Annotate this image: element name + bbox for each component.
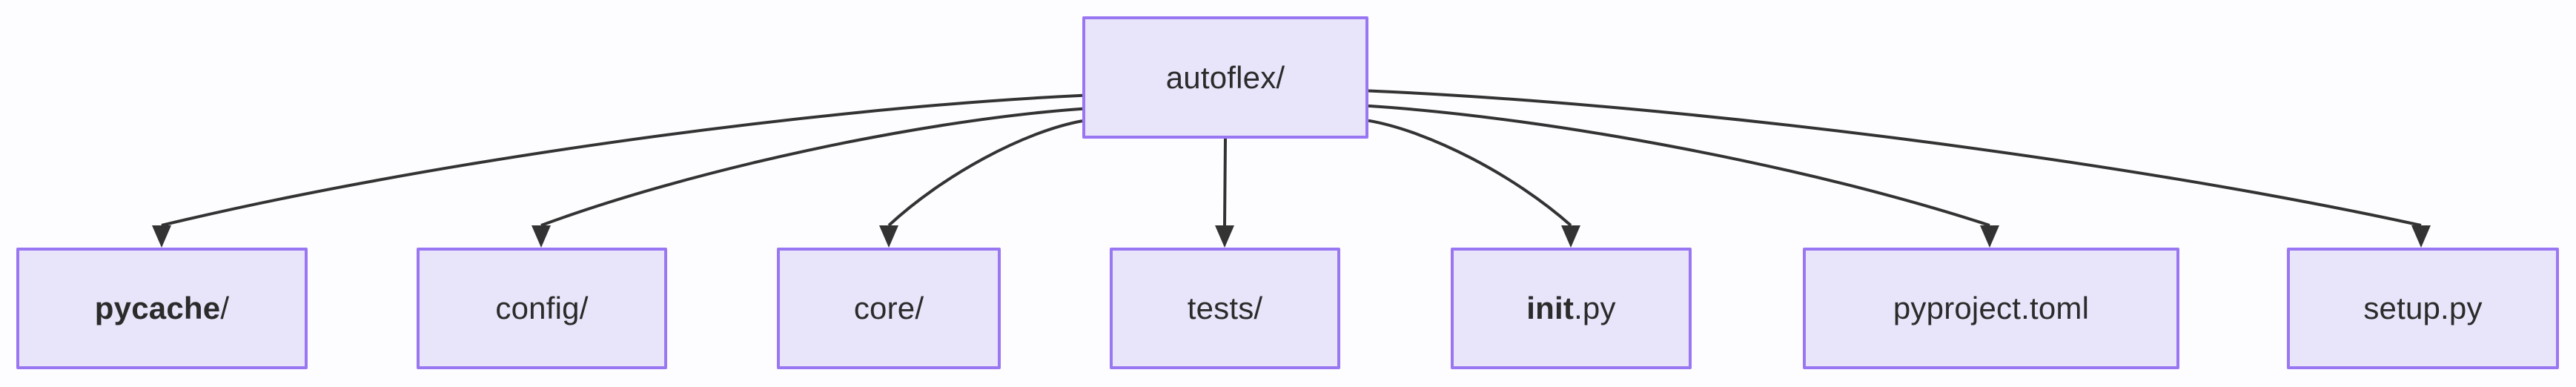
node-label-regular-init-py: .py bbox=[1574, 291, 1616, 325]
node-pycache[interactable]: pycache/ bbox=[16, 248, 308, 369]
edge-to-pycache bbox=[161, 93, 1083, 227]
arrowhead-init-py bbox=[1561, 225, 1580, 248]
edge-to-init-py bbox=[1368, 119, 1572, 227]
node-label-config: config/ bbox=[495, 293, 588, 324]
edge-to-pyproject-toml bbox=[1368, 104, 1990, 227]
node-label-autoflex: autoflex/ bbox=[1166, 62, 1285, 93]
arrowhead-pyproject-toml bbox=[1980, 225, 1999, 248]
node-label-regular-autoflex: autoflex/ bbox=[1165, 59, 1285, 95]
arrowhead-setup-py bbox=[2411, 225, 2431, 248]
node-label-regular-pyproject-toml: pyproject.toml bbox=[1893, 291, 2090, 325]
arrowhead-pycache bbox=[152, 225, 171, 248]
edge-to-core bbox=[887, 119, 1083, 227]
node-pyproject-toml[interactable]: pyproject.toml bbox=[1803, 248, 2179, 369]
node-label-regular-pycache: / bbox=[220, 291, 230, 325]
node-label-regular-core: core/ bbox=[853, 291, 924, 325]
node-label-regular-setup-py: setup.py bbox=[2363, 291, 2483, 325]
node-label-regular-config: config/ bbox=[495, 291, 589, 325]
node-label-pycache: pycache/ bbox=[95, 293, 229, 324]
edge-to-config bbox=[540, 107, 1083, 227]
arrowhead-config bbox=[532, 225, 551, 248]
arrowhead-core bbox=[879, 225, 898, 248]
node-label-core: core/ bbox=[854, 293, 924, 324]
node-label-regular-tests: tests/ bbox=[1187, 291, 1263, 325]
node-core[interactable]: core/ bbox=[777, 248, 1001, 369]
node-config[interactable]: config/ bbox=[417, 248, 667, 369]
node-label-init-py: init.py bbox=[1526, 293, 1615, 324]
node-label-bold-pycache: pycache bbox=[94, 291, 221, 325]
node-setup-py[interactable]: setup.py bbox=[2287, 248, 2559, 369]
edge-to-setup-py bbox=[1368, 89, 2422, 227]
node-init-py[interactable]: init.py bbox=[1451, 248, 1692, 369]
arrowhead-tests bbox=[1215, 225, 1234, 248]
node-label-pyproject-toml: pyproject.toml bbox=[1893, 293, 2089, 324]
node-autoflex[interactable]: autoflex/ bbox=[1082, 16, 1368, 139]
node-label-bold-init-py: init bbox=[1526, 291, 1575, 325]
node-label-setup-py: setup.py bbox=[2363, 293, 2482, 324]
node-label-tests: tests/ bbox=[1188, 293, 1263, 324]
node-tests[interactable]: tests/ bbox=[1110, 248, 1340, 369]
